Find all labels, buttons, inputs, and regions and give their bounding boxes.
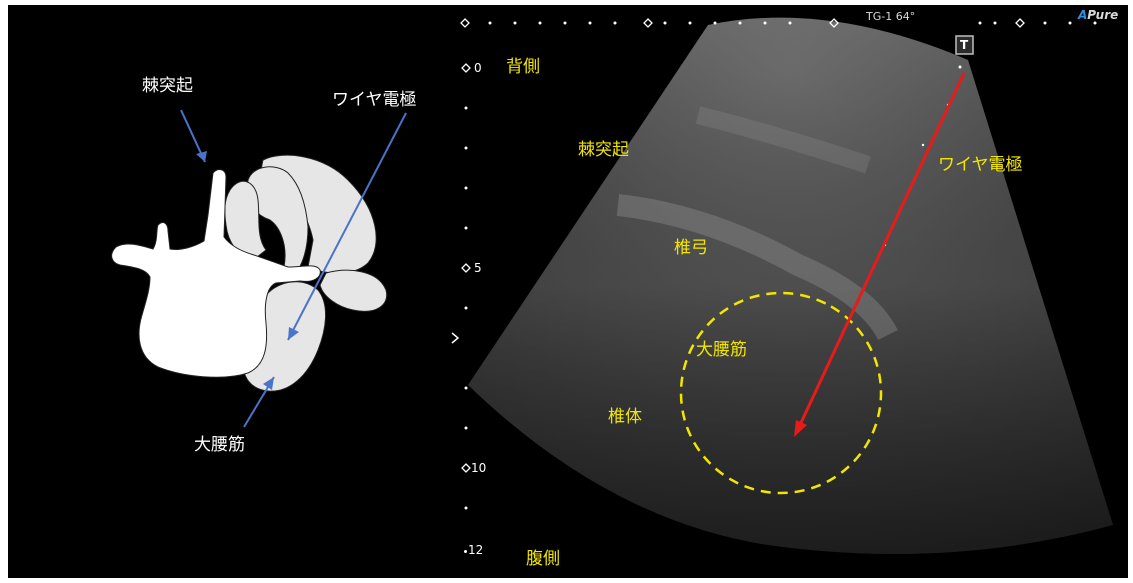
diagram-label-psoas-major: 大腰筋 (194, 430, 245, 455)
brand-logo: APure (1078, 8, 1118, 22)
label-lamina: 椎弓 (674, 233, 708, 258)
arrowhead-spinous-process (196, 151, 207, 162)
diagram-label-wire-electrode: ワイヤ電極 (332, 85, 417, 110)
label-psoas-major: 大腰筋 (696, 335, 747, 360)
depth-label-12: 12 (468, 543, 483, 557)
depth-label-10: 10 (471, 461, 486, 475)
depth-dot-12 (464, 550, 467, 553)
t-marker-label: T (960, 38, 968, 52)
depth-diamond-marks (462, 64, 470, 472)
probe-angle-readout: TG-1 64° (866, 10, 915, 23)
focus-marker-icon (452, 333, 458, 343)
label-ventral: 腹側 (526, 544, 560, 569)
depth-dot-scale (465, 107, 468, 510)
label-vertebral-body: 椎体 (608, 402, 642, 427)
ultrasound-scan (448, 5, 1128, 578)
muscle-right-lobe (320, 270, 387, 311)
ultrasound-image-panel: TG-1 64° APure T 0 5 10 12 背側 腹側 棘突起 椎弓 … (448, 5, 1128, 578)
diagram-label-spinous-process: 棘突起 (142, 71, 193, 96)
depth-label-5: 5 (474, 261, 482, 275)
depth-label-0: 0 (474, 61, 482, 75)
anatomy-diagram-panel: 棘突起 ワイヤ電極 大腰筋 (8, 5, 448, 578)
label-wire-electrode: ワイヤ電極 (938, 150, 1023, 175)
label-spinous-process: 棘突起 (578, 135, 629, 160)
label-dorsal: 背側 (506, 52, 540, 77)
